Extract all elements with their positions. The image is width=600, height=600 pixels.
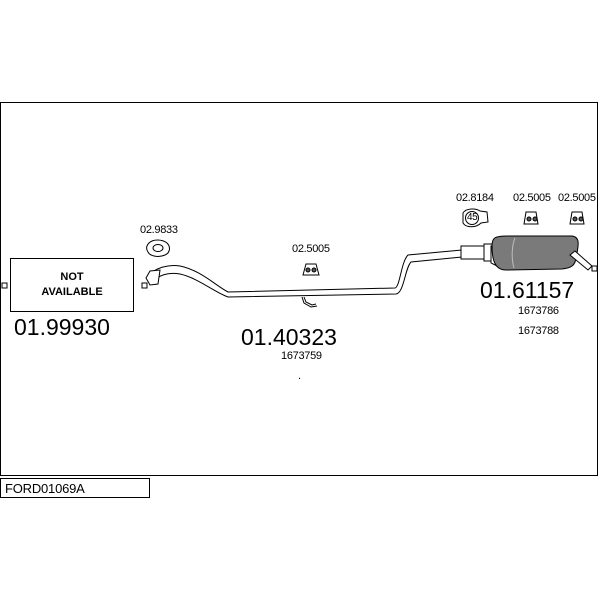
middle-pipe-oem-number: 1673759 (281, 350, 322, 362)
pipe-start-marker (141, 282, 148, 289)
clamp-part-number: 02.8184 (456, 192, 494, 204)
middle-pipe-drawing (145, 249, 463, 308)
rear-silencer-oem-number-2: 1673788 (518, 325, 559, 337)
not-available-box: NOT AVAILABLE (10, 258, 134, 312)
tail-end-marker (591, 265, 598, 272)
not-available-part-number: 01.99930 (14, 314, 110, 340)
diagram-code: FORD01069A (5, 481, 85, 496)
flange-gasket-part-number: 02.9833 (140, 224, 178, 236)
not-available-text: NOT AVAILABLE (41, 271, 103, 298)
clamp-size-label: 45 (467, 212, 478, 223)
pipe-sleeve (460, 243, 493, 262)
flange-gasket-icon (146, 239, 170, 257)
diagram-frame (0, 102, 598, 476)
stray-dot: . (298, 370, 301, 382)
rear-silencer-drawing (490, 235, 593, 271)
rear-silencer-oem-number-1: 1673786 (518, 305, 559, 317)
middle-pipe-part-number: 01.40323 (241, 324, 337, 350)
clamp-icon (462, 208, 489, 228)
left-connector-marker (1, 282, 8, 289)
rear-hanger-2-icon (569, 211, 585, 225)
rear-hanger-1-part-number: 02.5005 (513, 192, 551, 204)
middle-hanger-icon (302, 263, 320, 276)
rear-hanger-2-part-number: 02.5005 (558, 192, 596, 204)
rear-silencer-part-number: 01.61157 (480, 277, 575, 303)
diagram-code-box: FORD01069A (0, 478, 150, 498)
middle-hanger-part-number: 02.5005 (292, 243, 330, 255)
rear-hanger-1-icon (523, 211, 539, 225)
